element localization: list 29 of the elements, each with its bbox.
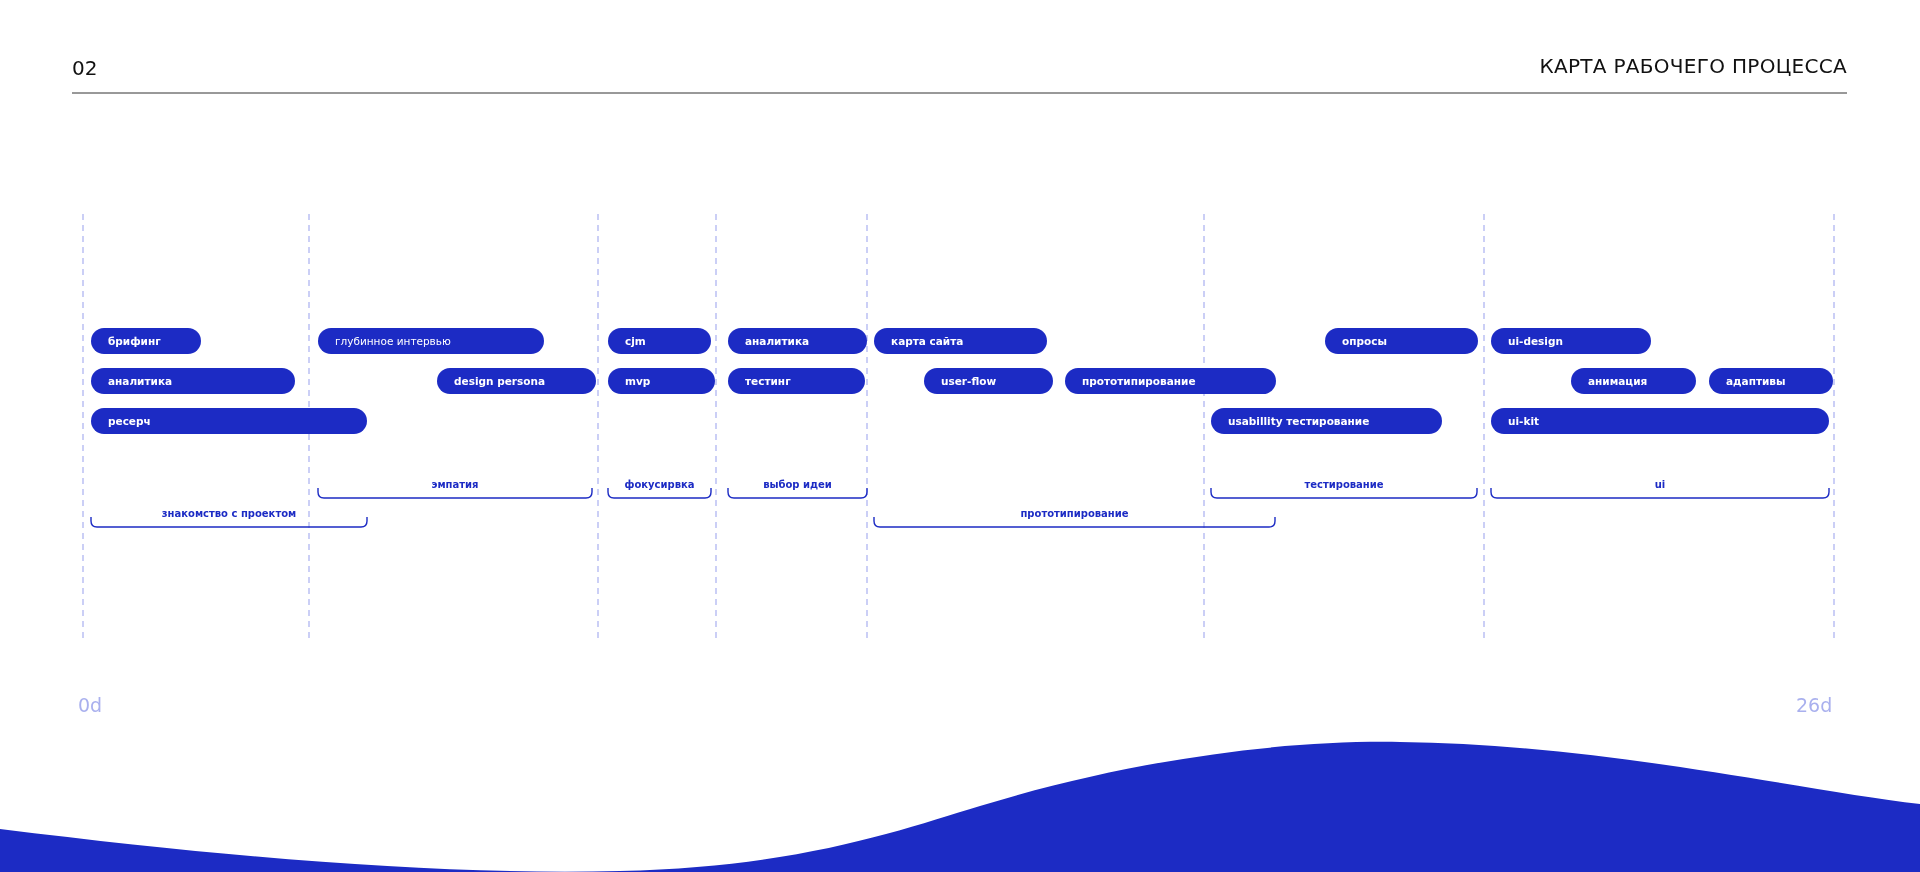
phase-label: фокусирвка — [624, 479, 695, 490]
task-bar: ui-kit — [1491, 408, 1829, 434]
task-bar: адаптивы — [1709, 368, 1833, 394]
phase-label: тестирование — [1304, 479, 1384, 490]
phase-label: ui — [1654, 479, 1666, 490]
task-bar: cjm — [608, 328, 711, 354]
task-bar: тестинг — [728, 368, 865, 394]
task-bar: ресерч — [91, 408, 367, 434]
task-bar: usabillity тестирование — [1211, 408, 1442, 434]
phase-label: эмпатия — [431, 479, 479, 490]
task-bar: аналитика — [91, 368, 295, 394]
phase-label: выбор идеи — [763, 479, 832, 490]
phase-label: прототипирование — [1020, 508, 1129, 519]
task-bar: карта сайта — [874, 328, 1047, 354]
phase-label: знакомство с проектом — [161, 508, 297, 519]
page-number: 02 — [72, 56, 98, 80]
task-bar: аналитика — [728, 328, 867, 354]
task-bar: design persona — [437, 368, 596, 394]
task-bar: анимация — [1571, 368, 1696, 394]
task-bar: опросы — [1325, 328, 1478, 354]
task-bar: user-flow — [924, 368, 1053, 394]
task-bar: ui-design — [1491, 328, 1651, 354]
task-bar: брифинг — [91, 328, 201, 354]
page-title: КАРТА РАБОЧЕГО ПРОЦЕССА — [1539, 54, 1847, 78]
axis-label: 26d — [1796, 694, 1833, 716]
axis-label: 0d — [78, 694, 103, 716]
task-bar: прототипирование — [1065, 368, 1276, 394]
task-bar: глубинное интервью — [318, 328, 544, 354]
task-bar: mvp — [608, 368, 715, 394]
